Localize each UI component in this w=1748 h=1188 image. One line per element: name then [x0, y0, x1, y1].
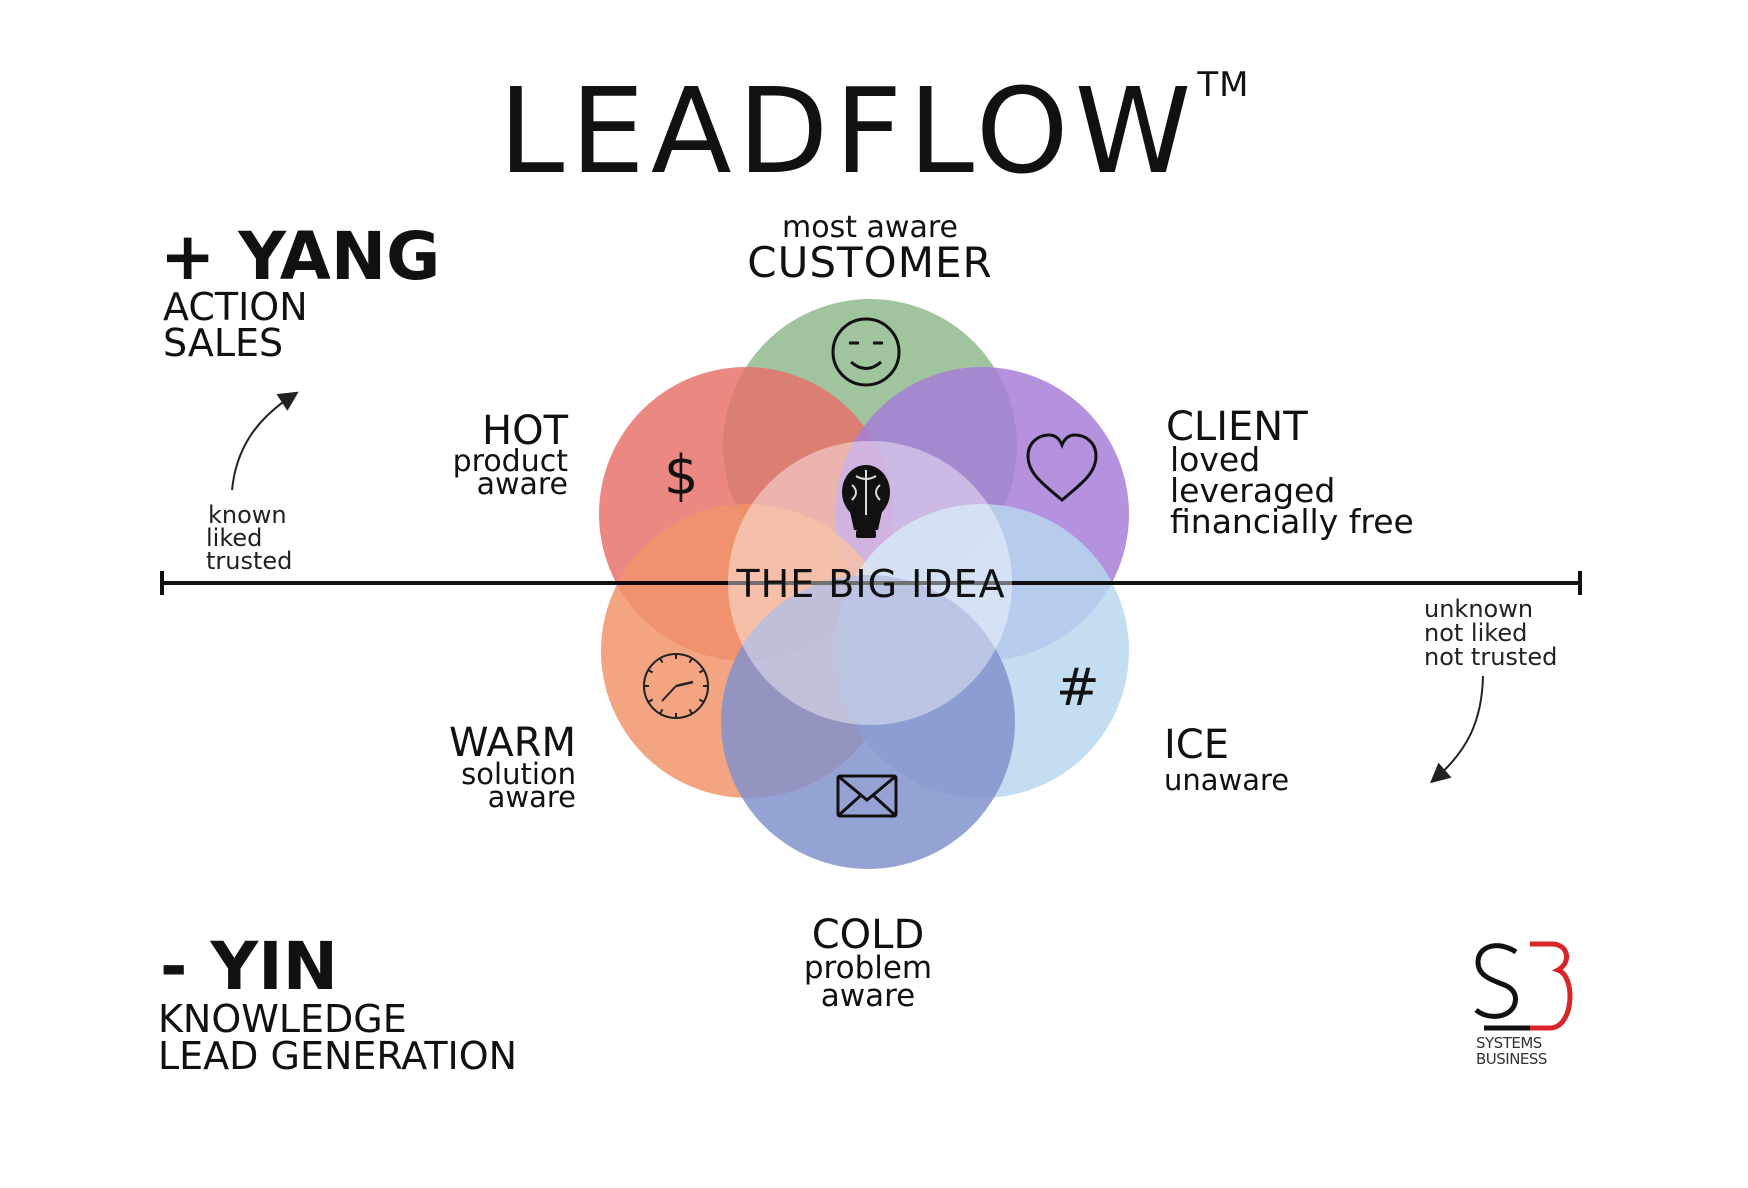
yin-line-lead-generation: LEAD GENERATION [158, 1034, 518, 1078]
big-idea-label: THE BIG IDEA [736, 562, 1006, 606]
customer-sub-label: most aware [782, 210, 958, 245]
cold-petal [721, 575, 1015, 869]
logo-line-systems: SYSTEMS [1476, 1034, 1542, 1052]
yang-heading: + YANG [160, 218, 441, 295]
right-note-not-trusted: not trusted [1424, 643, 1558, 671]
clock-tick [688, 657, 693, 664]
yin-line-knowledge: KNOWLEDGE [158, 997, 407, 1041]
ice-line-unaware: unaware [1164, 763, 1290, 797]
envelope-icon [836, 774, 898, 818]
right-note-not-liked: not liked [1424, 619, 1528, 647]
right-curved-arrow [1429, 675, 1484, 784]
clock-tick [647, 669, 654, 674]
left-note-trusted: trusted [206, 547, 293, 575]
logo-line-business: BUSINESS [1476, 1050, 1547, 1068]
client-line-financially-free: financially free [1170, 502, 1414, 541]
logo-letters: SB [1580, 1040, 1581, 1041]
warm-line-solution: solution [461, 757, 576, 791]
systems-business-logo-mark [1474, 941, 1573, 1031]
warm-line-aware: aware [487, 780, 576, 814]
hashtag-icon: # [1056, 658, 1100, 718]
client-line-loved: loved [1170, 440, 1261, 479]
clock-tick [698, 669, 705, 674]
page-title: LEADFLOWTM [0, 62, 1748, 200]
clock-icon [643, 653, 709, 719]
yin-heading: - YIN [160, 928, 338, 1005]
clock-tick [698, 698, 705, 703]
trademark-mark: TM [1197, 65, 1250, 105]
warm-name-label: WARM [448, 720, 576, 766]
hot-name-label: HOT [482, 408, 568, 454]
hot-line-product: product [452, 444, 568, 479]
ice-name-label: ICE [1164, 722, 1229, 768]
yang-line-sales: SALES [163, 321, 284, 365]
title-text: LEADFLOW [498, 62, 1198, 200]
clock-tick [647, 698, 654, 703]
client-line-leveraged: leveraged [1170, 471, 1336, 510]
clock-tick [659, 708, 664, 715]
dollar-icon: $ [664, 444, 699, 507]
left-curved-arrow [231, 391, 299, 491]
yang-line-action: ACTION [163, 285, 308, 329]
hot-line-aware: aware [476, 467, 568, 502]
heart-icon [1026, 433, 1098, 502]
left-note-known: known [208, 501, 287, 529]
cold-line-problem: problem [803, 950, 933, 986]
lightbulb-brain-icon [842, 465, 890, 538]
clock-tick [659, 657, 664, 664]
left-note-liked: liked [206, 524, 263, 552]
big-idea-circle [728, 441, 1012, 725]
smiley-icon [831, 317, 901, 387]
right-note-unknown: unknown [1424, 595, 1534, 623]
cold-line-aware: aware [820, 978, 916, 1014]
clock-tick [688, 708, 693, 715]
customer-name-label: CUSTOMER [747, 238, 993, 287]
client-name-label: CLIENT [1166, 404, 1308, 450]
cold-name-label: COLD [811, 912, 925, 958]
